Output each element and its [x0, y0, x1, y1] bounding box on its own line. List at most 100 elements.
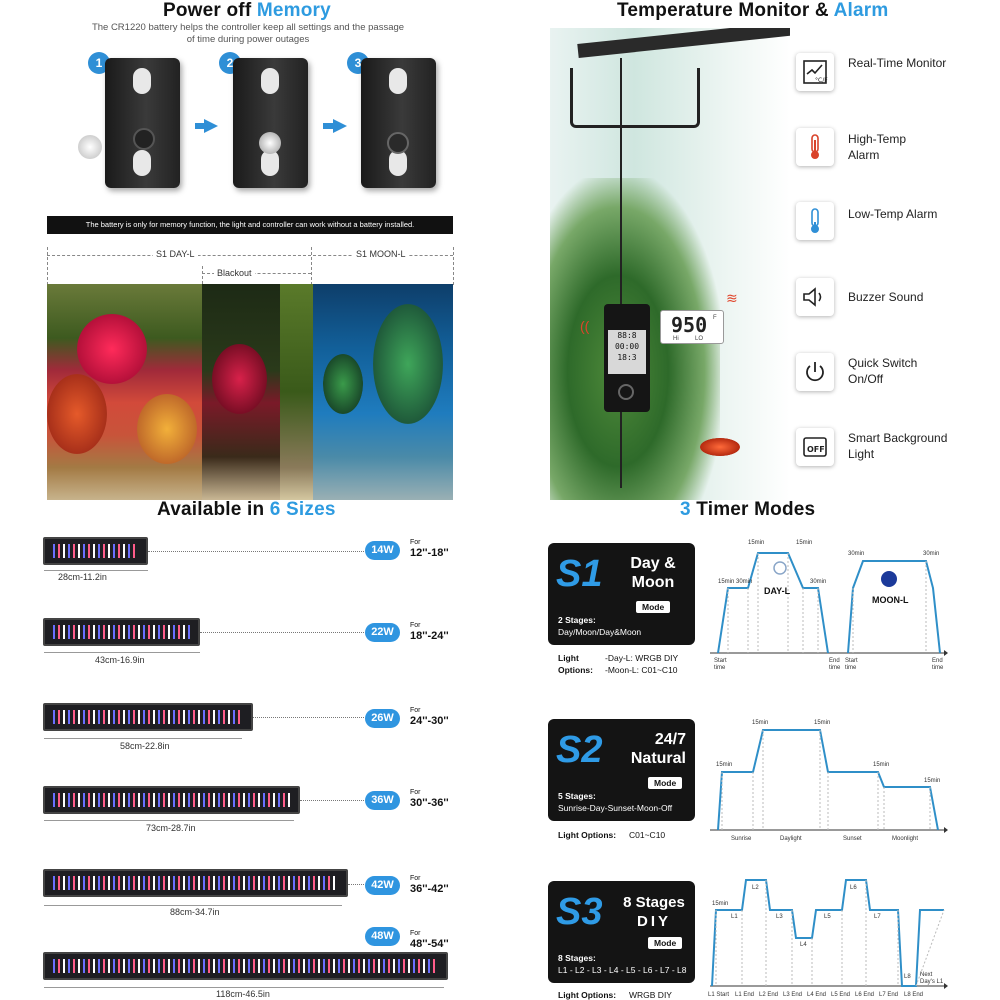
tick-label: L7 End — [879, 992, 898, 998]
chart-s1: 15min 30min 15min 15min 30min 30min 30mi… — [710, 540, 948, 671]
moon-l-label: MOON-L — [872, 595, 909, 605]
tick-label: 30min — [810, 579, 826, 585]
tick-label: Daylight — [780, 836, 802, 842]
tick-label: 15min — [873, 762, 889, 768]
day-l-label: DAY-L — [764, 586, 791, 596]
power-icon — [796, 353, 834, 391]
mode-options: Light Options: — [558, 990, 617, 1000]
temperature-monitor-title: Temperature Monitor & Alarm — [617, 0, 889, 21]
coin-battery-icon — [78, 135, 102, 159]
tick-label: End — [932, 658, 943, 664]
chart-s3: 15min L1 L2 L3 L4 L5 L6 L7 L8 Next Day's… — [708, 879, 948, 998]
tick-label: 30min — [848, 551, 864, 557]
watt-badge: 26W — [365, 709, 400, 728]
watt-badge: 48W — [365, 927, 400, 946]
tick-label: L6 End — [855, 992, 874, 998]
day-tank-photo — [47, 284, 202, 500]
light-fixture-22w — [43, 618, 200, 646]
step-1-badge: 1 — [88, 52, 110, 74]
tick-label: 30min — [923, 551, 939, 557]
mode-stages: 5 Stages:Sunrise-Day-Sunset-Moon-Off — [558, 791, 673, 813]
mode-options: Light Options: — [558, 830, 617, 840]
blackout-tank-photo — [202, 284, 280, 500]
mode-tag: Mode — [648, 777, 683, 789]
blackout-range-line — [202, 273, 311, 274]
tick-label: 15min — [924, 778, 940, 784]
mode-stages: 8 Stages:L1 - L2 - L3 - L4 - L5 - L6 - L… — [558, 953, 687, 975]
fish — [700, 438, 740, 456]
tick-label: L2 End — [759, 992, 778, 998]
size-length: 88cm-34.7in — [170, 907, 220, 917]
battery-subtitle: The CR1220 battery helps the controller … — [91, 22, 405, 45]
stage-label: L1 — [731, 914, 738, 920]
moon-icon — [881, 571, 897, 587]
feature-label: Quick Switch On/Off — [848, 356, 918, 386]
light-fixture-42w — [43, 869, 348, 897]
feature-label: Low-Temp Alarm — [848, 207, 938, 221]
temperature-display-zoom: 950 F Hi LO — [660, 310, 724, 344]
power-off-memory-title: Power off Memory — [163, 0, 331, 21]
light-fixture-36w — [43, 786, 300, 814]
tick-label: 15min — [718, 579, 734, 585]
tick-label: Sunrise — [731, 836, 752, 842]
mode-tag: Mode — [648, 937, 683, 949]
tick-label: Sunset — [843, 836, 862, 842]
controller-step-1 — [105, 58, 180, 188]
controller-step-2 — [233, 58, 308, 188]
mode-name: Day &Moon — [630, 555, 676, 591]
thermometer-high-icon — [796, 128, 834, 166]
size-length: 118cm-46.5in — [216, 989, 270, 999]
tick-label: 15min — [814, 720, 830, 726]
stage-label: L4 — [800, 942, 807, 948]
tick-label: time — [845, 665, 857, 671]
size-length: 73cm-28.7in — [146, 823, 196, 833]
svg-text:°C/F: °C/F — [815, 77, 828, 84]
size-length: 58cm-22.8in — [120, 741, 170, 751]
stage-label: L2 — [752, 885, 759, 891]
moon-range-label: S1 MOON-L — [353, 249, 409, 259]
temperature-value: 950 — [671, 313, 708, 337]
tick-label: 30min — [736, 579, 752, 585]
mode-tag: Mode — [636, 601, 671, 613]
tick-label: 15min — [752, 720, 768, 726]
tick-label: L4 End — [807, 992, 826, 998]
battery-note-bar: The battery is only for memory function,… — [47, 216, 453, 234]
alarm-waves-icon: ≋ — [726, 290, 738, 306]
tick-label: time — [932, 665, 944, 671]
watt-badge: 36W — [365, 791, 400, 810]
next-label: Next — [920, 972, 933, 978]
mode-stages: 2 Stages:Day/Moon/Day&Moon — [558, 615, 642, 637]
watt-badge: 22W — [365, 623, 400, 642]
mode-options-values: -Day-L: WRGB DIY-Moon-L: C01~C10 — [605, 653, 679, 675]
buzzer-waves-icon: (( — [580, 318, 590, 334]
tick-label: time — [714, 665, 726, 671]
next-label: Day's L1 — [920, 979, 944, 985]
tick-label: L1 End — [735, 992, 754, 998]
speaker-icon — [796, 278, 834, 316]
tick-label: L5 End — [831, 992, 850, 998]
tick-label: Start — [845, 658, 858, 664]
chart-s2: 15min 15min 15min 15min 15min Sunrise Da… — [710, 720, 948, 842]
mode-options-values: C01~C10 — [629, 830, 666, 840]
stage-label: L5 — [824, 914, 831, 920]
arrow-right-icon — [204, 119, 218, 133]
moon-tank-photo — [313, 284, 453, 500]
light-fixture-48w — [43, 952, 448, 980]
light-fixture-14w — [43, 537, 148, 565]
tick-label: 15min — [716, 762, 732, 768]
size-length: 28cm-11.2in — [58, 572, 107, 582]
watt-badge: 14W — [365, 541, 400, 560]
feature-label: Smart Background Light — [848, 431, 948, 461]
tick-label: 15min — [712, 901, 728, 907]
led-light-bar — [577, 28, 790, 58]
stage-label: L6 — [850, 885, 857, 891]
stage-label: L7 — [874, 914, 881, 920]
